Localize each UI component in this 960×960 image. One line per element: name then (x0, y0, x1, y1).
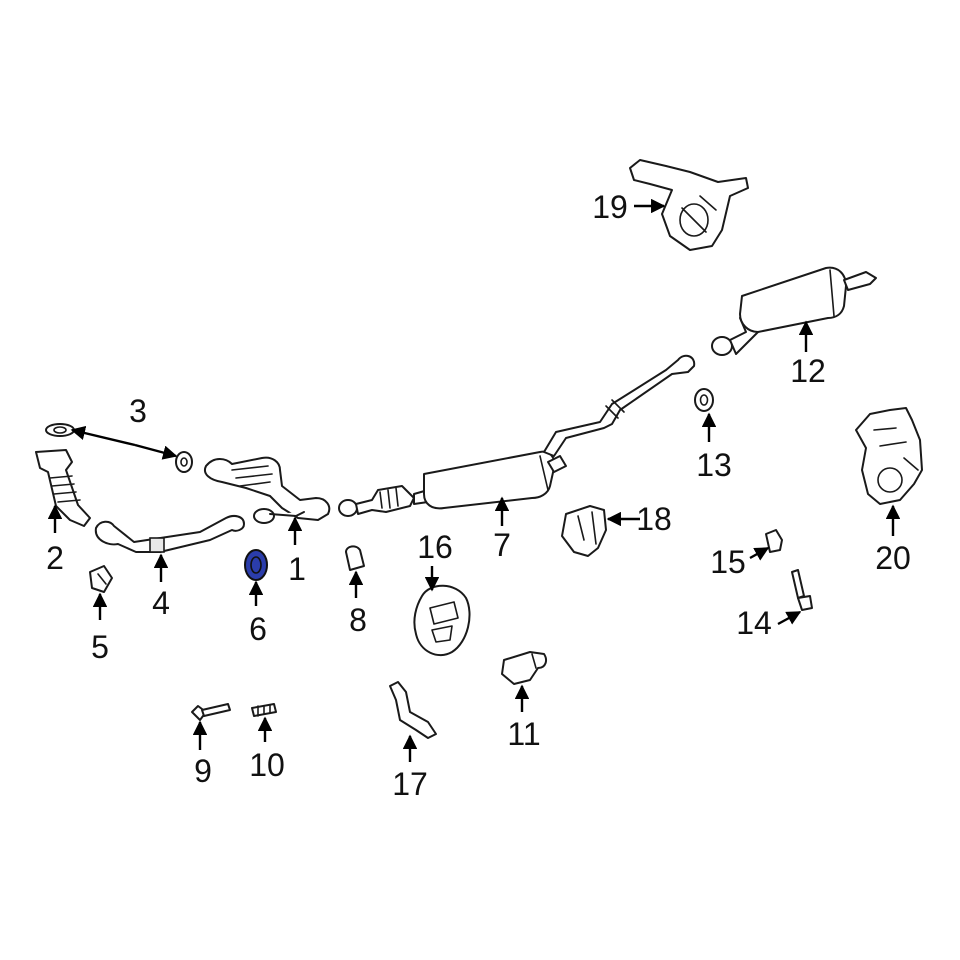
callout-14: 14 (736, 605, 772, 641)
callout-8: 8 (349, 602, 367, 638)
callout-17: 17 (392, 766, 428, 802)
callout-16: 16 (417, 529, 453, 565)
part-6-gasket-highlighted[interactable] (244, 549, 268, 581)
callout-3: 3 (129, 393, 147, 429)
callout-5: 5 (91, 629, 109, 665)
callout-15: 15 (710, 544, 746, 580)
callout-2: 2 (46, 540, 64, 576)
callout-6: 6 (249, 611, 267, 647)
leader-lines (47, 198, 901, 762)
part-8-clamp[interactable] (345, 545, 365, 571)
part-11-hanger[interactable] (501, 651, 547, 685)
part-19-hanger-bracket[interactable] (629, 159, 749, 251)
callout-1: 1 (288, 551, 306, 587)
part-17-bracket[interactable] (389, 681, 437, 739)
callout-4: 4 (152, 585, 170, 621)
part-12-muffler[interactable] (711, 266, 877, 356)
part-7-center-pipe-resonator[interactable] (338, 354, 696, 517)
highlight-ring (244, 549, 268, 581)
callout-7: 7 (493, 527, 511, 563)
part-2-front-converter[interactable] (35, 423, 91, 527)
part-18-heat-shield[interactable] (561, 505, 607, 557)
callout-20: 20 (875, 540, 911, 576)
part-20-heat-shield[interactable] (855, 407, 923, 505)
callout-11: 11 (507, 716, 540, 752)
callout-9: 9 (194, 753, 212, 789)
part-4-front-pipe[interactable] (94, 515, 245, 553)
part-16-hanger[interactable] (413, 584, 471, 657)
callout-12: 12 (790, 353, 826, 389)
part-14-stud[interactable] (791, 569, 813, 611)
part-1-converter-manifold[interactable] (204, 456, 331, 524)
part-10-stud[interactable] (251, 703, 277, 717)
callout-18: 18 (636, 501, 672, 537)
part-13-grommet[interactable] (694, 388, 714, 412)
part-3-gasket[interactable] (175, 451, 193, 473)
part-15-nut[interactable] (765, 529, 783, 553)
callout-19: 19 (592, 189, 628, 225)
part-5-flange[interactable] (89, 565, 113, 593)
callout-10: 10 (249, 747, 285, 783)
callout-labels: 1 2 3 4 5 6 7 8 9 10 11 12 13 14 15 16 1… (46, 189, 911, 802)
callout-13: 13 (696, 447, 732, 483)
part-9-bolt[interactable] (191, 703, 231, 721)
